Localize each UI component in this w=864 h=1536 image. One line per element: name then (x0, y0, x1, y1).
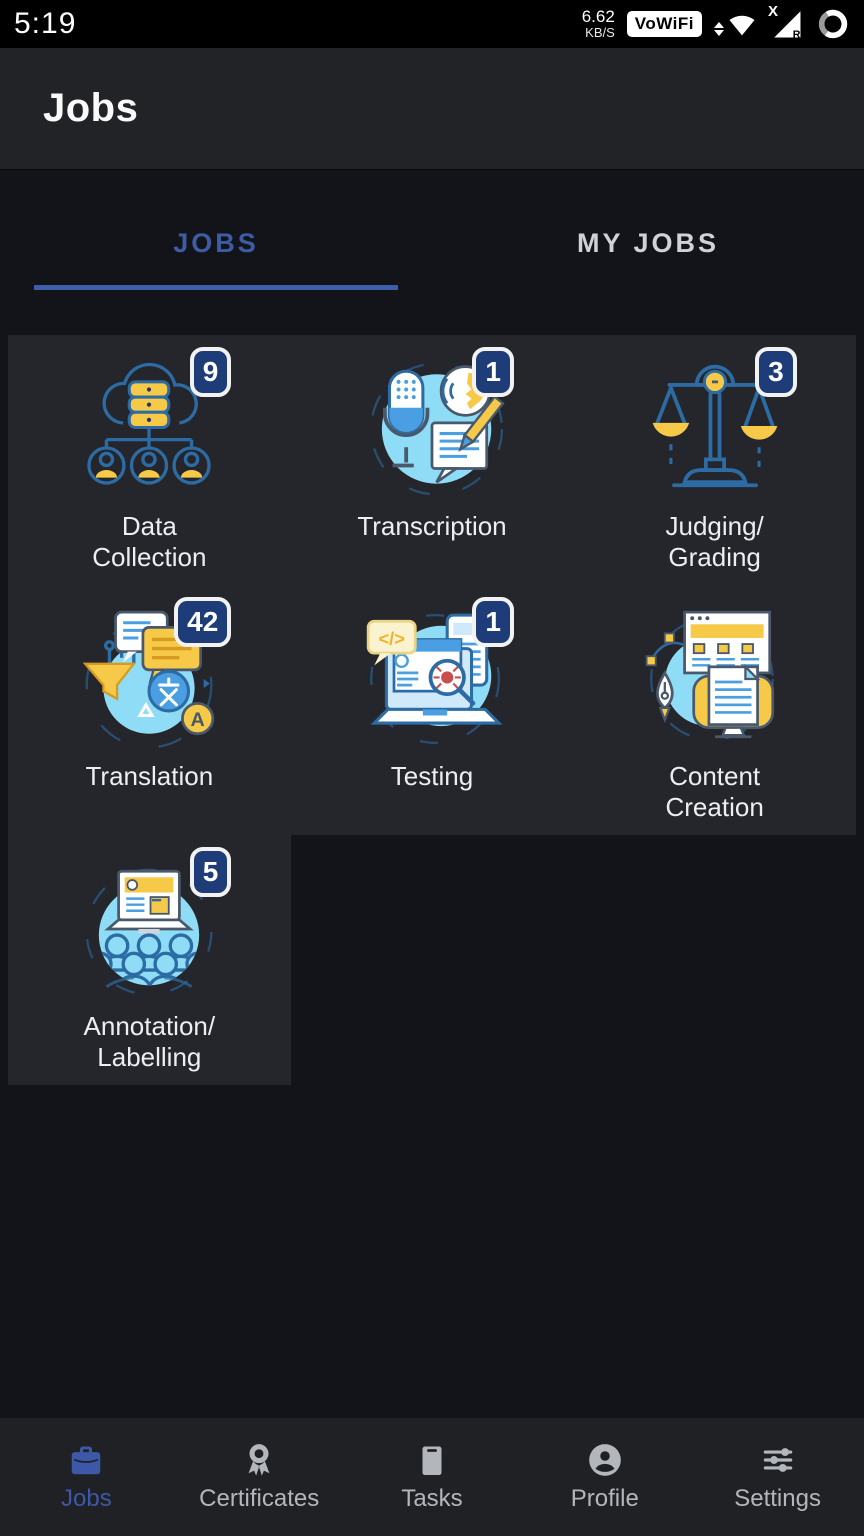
wifi-fan-icon (729, 15, 755, 36)
tasks-clipboard-icon (422, 1446, 442, 1476)
nav-item-certificates[interactable]: Certificates (173, 1441, 346, 1513)
job-category-transcription[interactable]: 1 Transcription (290, 335, 574, 585)
tab-jobs-label: JOBS (173, 228, 259, 258)
transcription-icon (370, 362, 505, 496)
job-category-label: Content Creation (665, 761, 764, 822)
bottom-navigation: Jobs Certificates Tasks Profile (0, 1418, 864, 1536)
job-count-badge: 1 (472, 597, 514, 647)
network-speed-unit: KB/S (585, 25, 615, 41)
jobs-grid: 9 Data Collection (8, 335, 856, 1085)
job-category-content-creation[interactable]: Content Creation (573, 585, 856, 835)
vowifi-badge: VoWiFi (626, 11, 702, 37)
job-category-label: Judging/ Grading (665, 511, 764, 572)
clock: 5:19 (14, 7, 77, 40)
signal-triangle-icon: R (774, 11, 801, 41)
tab-my-jobs[interactable]: MY JOBS (432, 228, 864, 290)
nav-label: Profile (570, 1485, 639, 1512)
job-count-badge: 42 (174, 597, 232, 647)
content-creation-icon (645, 610, 774, 741)
svg-text:R: R (793, 29, 801, 41)
job-category-label: Data Collection (92, 511, 207, 572)
judging-grading-icon (652, 364, 777, 488)
tab-bar: JOBS MY JOBS (0, 170, 864, 290)
status-icons: 6.62 KB/S VoWiFi X R (582, 3, 850, 41)
nav-label: Tasks (401, 1485, 463, 1512)
tab-my-jobs-label: MY JOBS (576, 228, 720, 258)
briefcase-icon (72, 1446, 101, 1475)
nav-item-tasks[interactable]: Tasks (346, 1441, 519, 1513)
nav-label: Settings (734, 1485, 821, 1512)
nav-label: Jobs (61, 1485, 112, 1512)
job-category-data-collection[interactable]: 9 Data Collection (8, 335, 291, 585)
wifi-traffic-arrows-icon (714, 22, 724, 36)
network-speed-value: 6.62 (581, 7, 615, 27)
job-category-judging-grading[interactable]: 3 Judging/ Grading (573, 335, 856, 585)
settings-sliders-icon (763, 1448, 792, 1472)
tab-jobs[interactable]: JOBS (0, 228, 432, 290)
sync-ring-icon (818, 9, 848, 39)
profile-icon (588, 1444, 621, 1476)
job-category-label: Annotation/ Labelling (83, 1011, 216, 1072)
svg-text:A: A (191, 709, 205, 731)
nav-item-profile[interactable]: Profile (518, 1441, 691, 1513)
no-signal-x-icon: X (768, 3, 779, 20)
job-count-badge: 5 (189, 847, 232, 897)
job-category-testing[interactable]: </> 1 Testing (290, 585, 574, 835)
job-category-label: Transcription (357, 511, 507, 541)
network-speed: 6.62 KB/S (582, 8, 615, 39)
annotation-labelling-icon (85, 868, 213, 996)
svg-text:</>: </> (379, 628, 405, 649)
job-count-badge: 9 (189, 347, 232, 397)
wifi-icon (714, 8, 758, 40)
status-bar: 5:19 6.62 KB/S VoWiFi X R (0, 0, 864, 48)
tab-active-indicator (34, 285, 398, 290)
job-category-annotation-labelling[interactable]: 5 Annotation/ Labelling (8, 835, 291, 1085)
job-category-label: Testing (390, 761, 474, 791)
nav-item-settings[interactable]: Settings (691, 1441, 864, 1513)
cell-signal-icon: X R (768, 3, 804, 41)
data-collection-icon (87, 362, 212, 485)
job-count-badge: 3 (755, 347, 797, 397)
job-count-badge: 1 (472, 347, 514, 397)
page-title: Jobs (43, 86, 139, 130)
jobs-grid-area: 9 Data Collection (0, 290, 864, 1418)
app-header: Jobs (0, 48, 864, 170)
job-category-translation[interactable]: A 42 Translation (8, 585, 291, 835)
certificate-medal-icon (248, 1444, 270, 1476)
job-category-label: Translation (85, 761, 214, 791)
nav-item-jobs[interactable]: Jobs (0, 1441, 173, 1513)
nav-label: Certificates (199, 1485, 320, 1512)
